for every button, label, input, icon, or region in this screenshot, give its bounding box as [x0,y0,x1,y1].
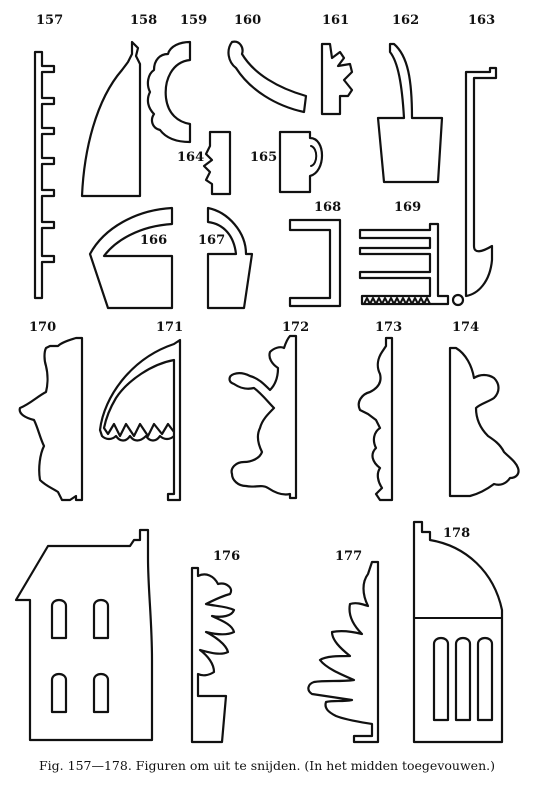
mug-figure [278,130,323,194]
figure-number-164: 164 [177,150,204,165]
figure-number-162: 162 [392,13,419,28]
figure-number-157: 157 [36,13,63,28]
curved-bar-figure [227,40,308,114]
basket-figure [88,206,174,310]
figure-number-159: 159 [180,13,207,28]
figure-number-171: 171 [156,320,183,335]
figure-number-172: 172 [282,320,309,335]
house-figure [14,528,154,742]
figure-number-174: 174 [452,320,479,335]
figure-number-178: 178 [443,526,470,541]
figure-number-165: 165 [250,150,277,165]
half-basket-figure [206,206,254,310]
figure-number-163: 163 [468,13,495,28]
plant-in-pot-figure [190,566,236,744]
figure-number-161: 161 [322,13,349,28]
bell-cover-figure [80,40,142,198]
figure-number-177: 177 [335,549,362,564]
fir-tree-figure [307,560,380,744]
figure-number-169: 169 [394,200,421,215]
figure-number-166: 166 [140,233,167,248]
profile-silhouette-figure [357,336,394,502]
climbing-figure [228,334,298,500]
domed-pavilion-figure [412,520,504,744]
figure-number-170: 170 [29,320,56,335]
figure-number-160: 160 [234,13,261,28]
umbrella-figure [98,338,182,502]
wall-piece-figure [202,130,232,196]
figure-number-168: 168 [314,200,341,215]
walking-figure [18,336,84,502]
figure-number-173: 173 [375,320,402,335]
scalloped-arc-figure [146,40,192,144]
figure-caption: Fig. 157—178. Figuren om uit te snijden.… [39,758,495,773]
figure-number-167: 167 [198,233,225,248]
plant-sprig-figure [320,42,354,116]
bucket-figure [376,42,444,184]
ladder-figure [33,50,56,300]
creature-profile-figure [448,346,520,498]
figure-number-176: 176 [213,549,240,564]
bracket-figure [288,218,342,308]
saw-rack-figure [358,222,465,307]
figure-number-158: 158 [130,13,157,28]
shovel-figure [464,66,498,298]
